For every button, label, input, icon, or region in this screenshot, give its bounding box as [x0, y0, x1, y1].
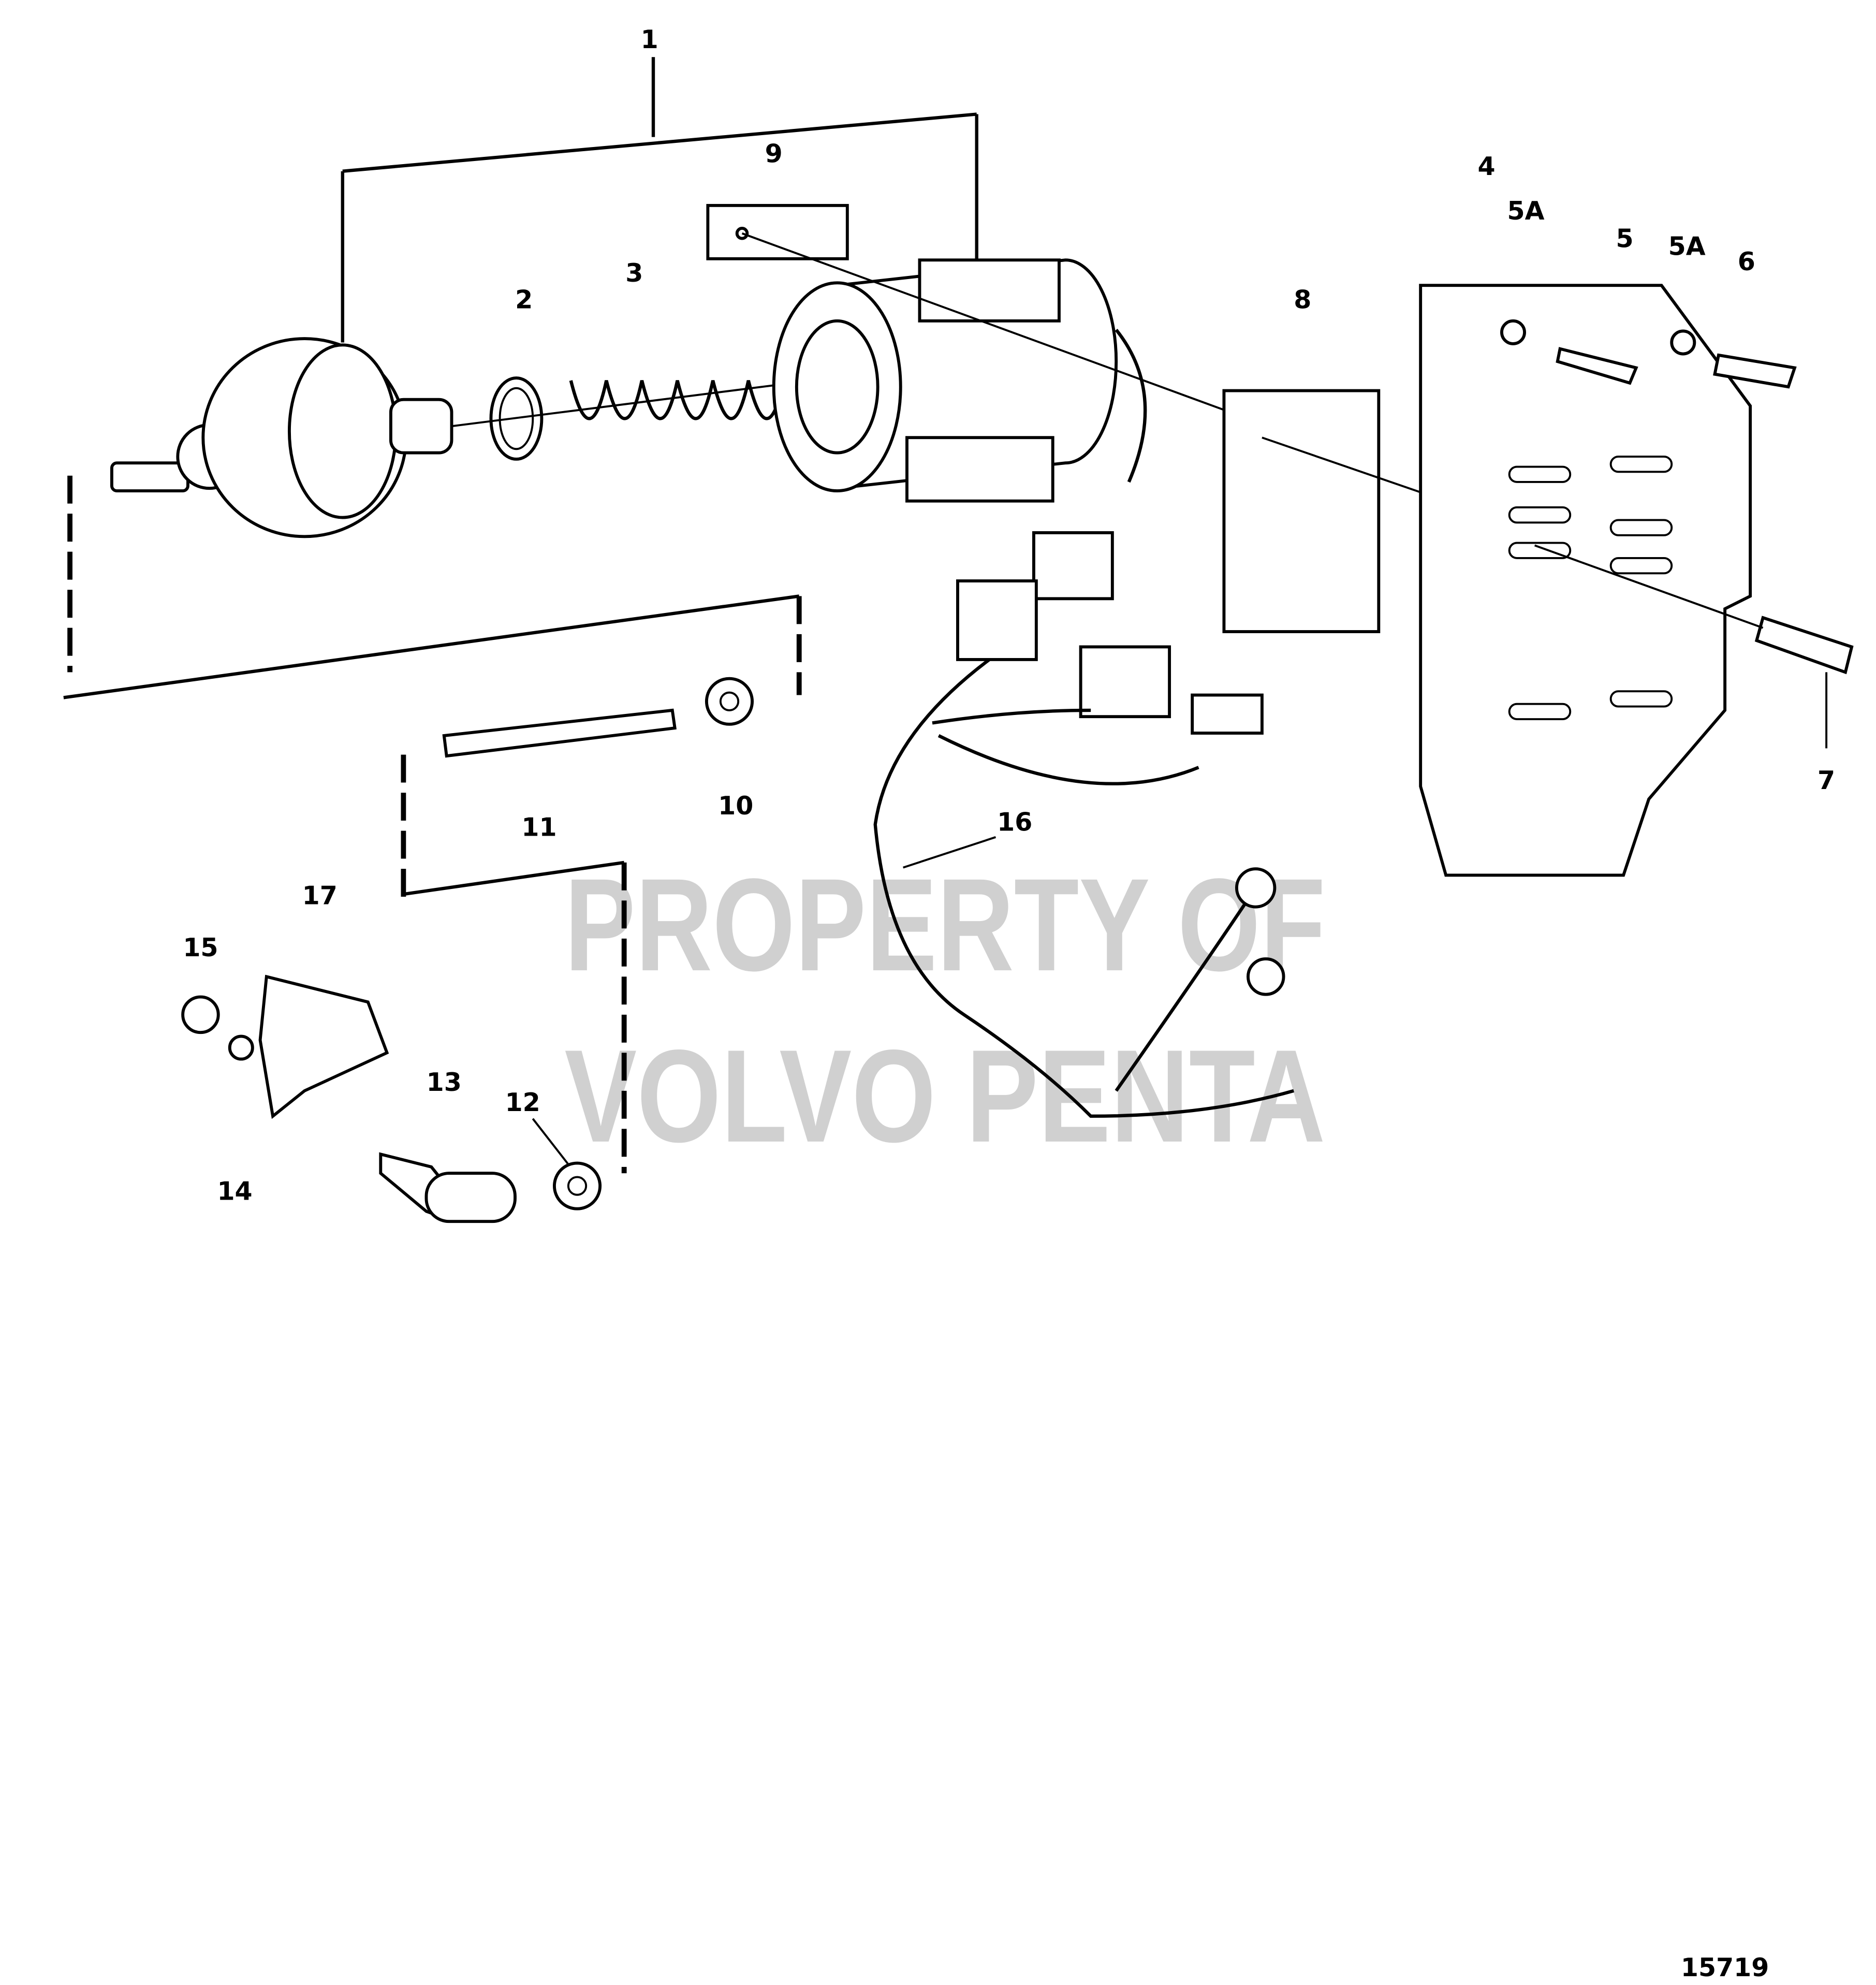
callout-4: 4: [1478, 152, 1496, 181]
callout-7: 7: [1818, 766, 1835, 795]
wiring-harness: [873, 531, 1295, 1118]
bracket-4: [1419, 284, 1854, 877]
bracket-17: [181, 974, 602, 1223]
callout-13: 13: [427, 1068, 462, 1097]
watermark-line-2: VOLVO PENTA: [565, 1022, 1326, 1170]
callout-14: 14: [217, 1177, 252, 1206]
callout-5a: 5A: [1507, 196, 1545, 226]
callout-9: 9: [765, 139, 783, 169]
callout-1: 1: [641, 25, 658, 54]
diaphragm-housing: [63, 337, 802, 699]
watermark: PROPERTY OF VOLVO PENTA: [565, 851, 1326, 1170]
callout-10: 10: [718, 791, 753, 821]
stud-and-nut: [401, 677, 754, 1174]
callout-6: 6: [1738, 247, 1755, 276]
watermark-line-1: PROPERTY OF: [565, 851, 1326, 998]
solenoid: [772, 258, 1147, 503]
callout-17: 17: [302, 881, 338, 911]
callout-2: 2: [515, 285, 533, 314]
callout-labels: 1 2 3 4 5A 5 5A 6 7 8 9 10 11 12 13 14 1…: [183, 25, 1835, 1982]
callout-5: 5: [1616, 224, 1634, 254]
plate-9: [706, 203, 1231, 414]
callout-11: 11: [521, 812, 556, 842]
drawing-number: 15719: [1681, 1953, 1769, 1982]
assembly-bracket: [341, 57, 978, 343]
callout-8: 8: [1294, 285, 1311, 314]
callout-15: 15: [183, 933, 218, 962]
callout-12: 12: [505, 1088, 540, 1117]
callout-5a-2: 5A: [1668, 231, 1706, 261]
callout-3: 3: [625, 258, 643, 288]
callout-16: 16: [997, 808, 1032, 837]
plate-8: [1222, 389, 1446, 633]
